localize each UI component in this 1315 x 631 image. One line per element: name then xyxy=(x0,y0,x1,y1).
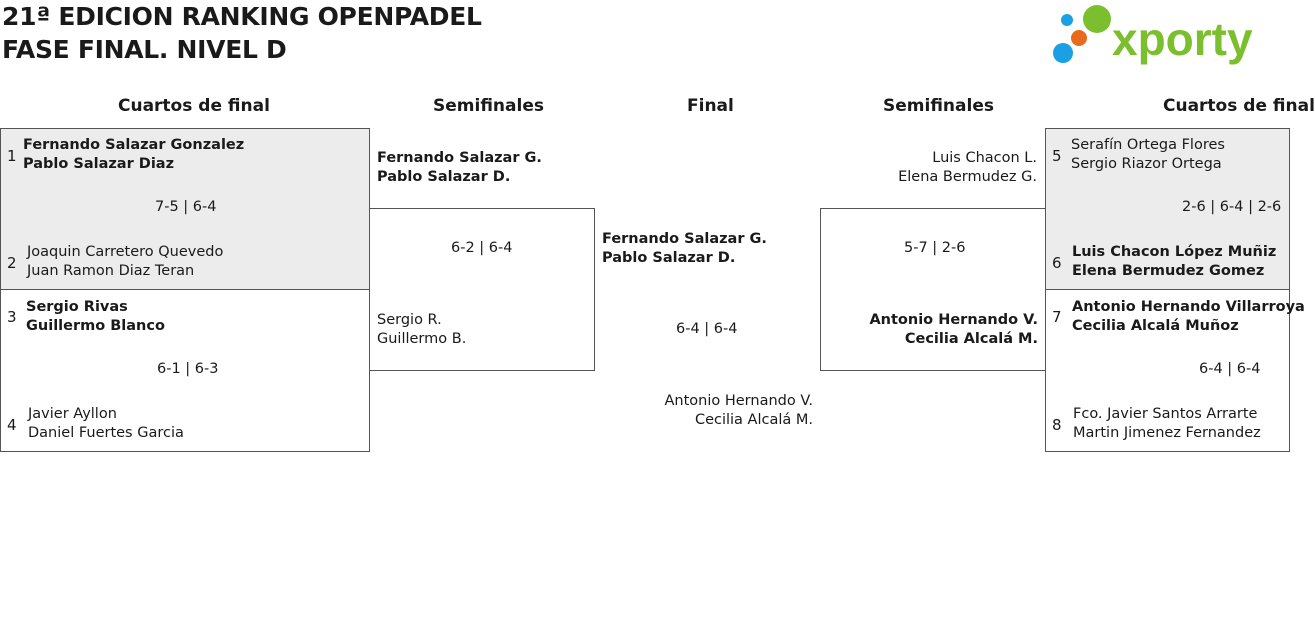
logo-dot-blue-bottom xyxy=(1053,43,1073,63)
round-header-right-semis: Semifinales xyxy=(883,96,994,116)
team-name: Fco. Javier Santos Arrarte Martin Jimene… xyxy=(1073,405,1261,443)
team-name: Luis Chacon López Muñiz Elena Bermudez G… xyxy=(1072,243,1276,281)
player-name: Joaquin Carretero Quevedo xyxy=(27,244,224,260)
logo-dot-blue-top xyxy=(1061,14,1073,26)
left-semi-match xyxy=(369,208,595,371)
team-name: Fernando Salazar G. Pablo Salazar D. xyxy=(377,149,542,187)
seed-number: 4 xyxy=(7,416,17,434)
player-name: Fernando Salazar G. xyxy=(602,231,767,247)
round-header-final: Final xyxy=(687,96,734,116)
player-name: Luis Chacon L. xyxy=(932,150,1037,166)
player-name: Guillermo Blanco xyxy=(26,318,165,334)
seed-number: 7 xyxy=(1052,308,1062,326)
match-score: 7-5 | 6-4 xyxy=(155,199,217,215)
team-name: Fernando Salazar Gonzalez Pablo Salazar … xyxy=(23,136,244,174)
seed-number: 5 xyxy=(1052,147,1062,165)
player-name: Elena Bermudez Gomez xyxy=(1072,263,1265,279)
match-score: 6-2 | 6-4 xyxy=(451,240,513,256)
player-name: Luis Chacon López Muñiz xyxy=(1072,244,1277,260)
team-name: Serafín Ortega Flores Sergio Riazor Orte… xyxy=(1071,136,1225,174)
match-score: 6-4 | 6-4 xyxy=(676,321,738,337)
team-name: Antonio Hernando V. Cecilia Alcalá M. xyxy=(664,392,813,430)
player-name: Cecilia Alcalá M. xyxy=(694,412,813,428)
page-title: 21ª EDICION RANKING OPENPADEL xyxy=(2,2,482,31)
round-header-left-semis: Semifinales xyxy=(433,96,544,116)
player-name: Elena Bermudez G. xyxy=(898,169,1037,185)
player-name: Cecilia Alcalá Muñoz xyxy=(1072,318,1239,334)
seed-number: 2 xyxy=(7,254,17,272)
player-name: Pablo Salazar D. xyxy=(602,250,736,266)
player-name: Guillermo B. xyxy=(377,331,467,347)
match-score: 2-6 | 6-4 | 2-6 xyxy=(1182,199,1282,215)
logo-wordmark: xporty xyxy=(1112,13,1253,65)
team-name: Luis Chacon L. Elena Bermudez G. xyxy=(898,149,1037,187)
round-header-left-quarters: Cuartos de final xyxy=(118,96,270,116)
player-name: Sergio Riazor Ortega xyxy=(1071,156,1222,172)
player-name: Fernando Salazar G. xyxy=(377,150,542,166)
team-name: Joaquin Carretero Quevedo Juan Ramon Dia… xyxy=(27,243,223,281)
player-name: Martin Jimenez Fernandez xyxy=(1073,425,1261,441)
player-name: Javier Ayllon xyxy=(28,406,117,422)
match-score: 6-1 | 6-3 xyxy=(157,361,219,377)
player-name: Pablo Salazar D. xyxy=(377,169,511,185)
player-name: Juan Ramon Diaz Teran xyxy=(27,263,195,279)
team-name: Sergio Rivas Guillermo Blanco xyxy=(26,298,165,336)
seed-number: 3 xyxy=(7,308,17,326)
seed-number: 8 xyxy=(1052,416,1062,434)
player-name: Pablo Salazar Diaz xyxy=(23,156,175,172)
team-name: Antonio Hernando Villarroya Cecilia Alca… xyxy=(1072,298,1305,336)
player-name: Antonio Hernando V. xyxy=(869,312,1038,328)
seed-number: 6 xyxy=(1052,254,1062,272)
logo-dot-orange xyxy=(1071,30,1087,46)
right-quarter-match-1 xyxy=(1045,128,1290,290)
player-name: Sergio Rivas xyxy=(26,299,128,315)
page-subtitle: FASE FINAL. NIVEL D xyxy=(2,35,287,64)
round-header-right-quarters: Cuartos de final xyxy=(1163,96,1315,116)
match-score: 5-7 | 2-6 xyxy=(904,240,966,256)
player-name: Serafín Ortega Flores xyxy=(1071,137,1225,153)
match-score: 6-4 | 6-4 xyxy=(1199,361,1261,377)
player-name: Fco. Javier Santos Arrarte xyxy=(1073,406,1258,422)
player-name: Sergio R. xyxy=(377,312,442,328)
xporty-logo: xporty xyxy=(1053,5,1253,65)
player-name: Antonio Hernando Villarroya xyxy=(1072,299,1305,315)
team-name: Antonio Hernando V. Cecilia Alcalá M. xyxy=(869,311,1038,349)
logo-dot-green xyxy=(1083,5,1111,33)
seed-number: 1 xyxy=(7,147,17,165)
team-name: Sergio R. Guillermo B. xyxy=(377,311,466,349)
right-quarter-match-2 xyxy=(1045,289,1290,452)
player-name: Antonio Hernando V. xyxy=(664,393,813,409)
team-name: Fernando Salazar G. Pablo Salazar D. xyxy=(602,230,767,268)
team-name: Javier Ayllon Daniel Fuertes Garcia xyxy=(28,405,184,443)
player-name: Cecilia Alcalá M. xyxy=(904,331,1038,347)
player-name: Daniel Fuertes Garcia xyxy=(28,425,184,441)
left-quarter-match-1 xyxy=(0,128,370,290)
player-name: Fernando Salazar Gonzalez xyxy=(23,137,245,153)
